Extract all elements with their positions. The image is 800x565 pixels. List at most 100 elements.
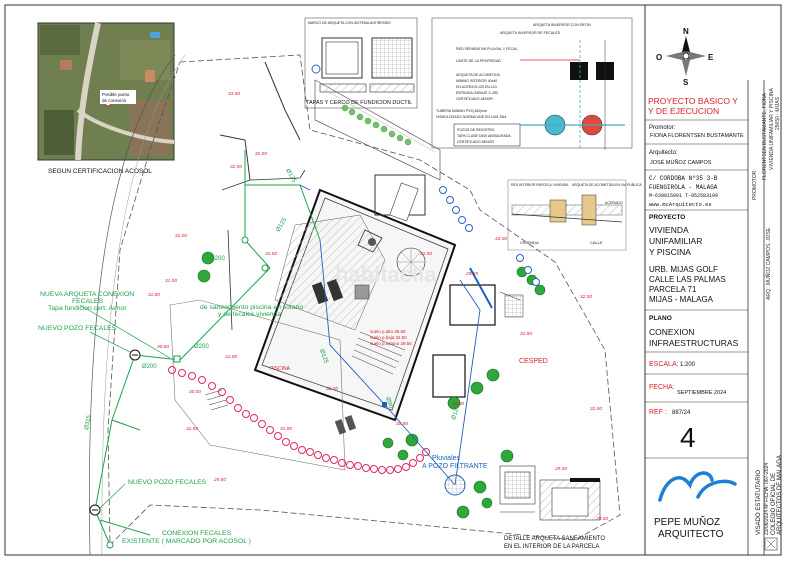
- pozos-line-3: CERTIFICADO AENOR: [457, 140, 494, 144]
- arqueta-marker: [173, 355, 181, 363]
- arquitecto-label: Arquitecto:: [649, 150, 678, 156]
- pipe-label: Ø125: [276, 217, 289, 233]
- escala-value: 1:200: [680, 362, 696, 368]
- promotor-label: Promotor:: [649, 125, 676, 131]
- elevation: 30.00: [452, 401, 464, 407]
- pipe-label: Ø200: [142, 364, 157, 370]
- website: www.mcArquitecto.es: [649, 201, 712, 208]
- elevation: 29.00: [595, 516, 608, 522]
- compass-n: N: [683, 27, 689, 36]
- manhole: [261, 264, 269, 272]
- tapas-title: TAPAS Y CERCO DE FUNDICION DUCTIL: [306, 100, 412, 106]
- firm-name-2: ARQUITECTO: [658, 529, 724, 540]
- acometida-line-4: ENTRADA GARAJE C-250: [456, 91, 498, 95]
- compass-o: O: [656, 53, 662, 62]
- ref-label: REF :: [649, 409, 667, 416]
- label-nuevo-pozo-2: NUEVO POZO FECALES: [128, 479, 207, 486]
- trees: [197, 251, 546, 519]
- visado-4: ARQUITECTOS DE MALAGA: [777, 455, 783, 535]
- pipe-label: Ø90: [384, 397, 394, 410]
- shrubs-blue: [311, 64, 540, 286]
- compass-e: E: [708, 53, 714, 62]
- plano-label: PLANO: [649, 315, 672, 322]
- arqueta-inversor-label: ARQUETA INVERSOR DE FECALES: [500, 31, 561, 35]
- fecha-value: SEPTIEMBRE 2024: [677, 390, 726, 396]
- elevation: 30.80: [157, 344, 169, 350]
- acometida-line-5: CERTIFICADO AENOR: [456, 97, 493, 101]
- label-conexion-2: EXISTENTE ( MARCADO POR ACOSOL ): [122, 538, 251, 545]
- road-edge: [89, 54, 176, 556]
- pipe-label: Ø200: [210, 256, 225, 262]
- section-calle: CALLE: [590, 240, 603, 245]
- label-tapa: Tapa fundicion cert. Aenor: [48, 305, 127, 312]
- aerial-photo: Posible punto de conexión: [37, 22, 175, 161]
- site-4: MIJAS - MALAGA: [649, 295, 714, 304]
- arqueta-detail: ARQUETA INVERSOR CON SIFON ARQUETA INVER…: [431, 17, 633, 150]
- label-nueva-arqueta-1: NUEVA ARQUETA CONEXION: [40, 291, 134, 298]
- site-3: PARCELA 71: [649, 285, 697, 294]
- title-block: PROYECTO BASICO Y Y DE EJECUCION Promoto…: [645, 88, 783, 551]
- project-type-2: Y DE EJECUCION: [648, 106, 719, 116]
- elevation: 32.50: [230, 164, 242, 170]
- arquitecto-name: JOSÉ MUÑOZ CAMPOS: [650, 159, 712, 166]
- pozo-existente: [106, 541, 114, 549]
- elevation: 32.50: [265, 251, 277, 257]
- section-detail: RED INTERIOR PARCELA VIVIENDA ARQUETA DE…: [507, 179, 642, 251]
- label-cesped: CESPED: [519, 358, 548, 365]
- aerial-label-2: de conexión: [102, 98, 127, 103]
- address-2: FUENGIROLA - MALAGA: [649, 184, 718, 191]
- detalle-arqueta: DETALLE ARQUETA SANEAMIENTO EN EL INTERI…: [499, 465, 605, 550]
- watermark: habitaclia: [335, 262, 437, 287]
- side-promotor: PROMOTOR:: [752, 169, 758, 200]
- visado-1: VISADO ESTATUTARIO: [756, 470, 762, 535]
- elevation: 32.50: [186, 426, 198, 432]
- elevation: 30.00: [189, 389, 201, 395]
- pozos-line-2: TAPA CLASE D400 ABISAGRADA: [457, 134, 511, 138]
- red-separativa-label: RED SEPARATIVA PLUVIAL Y FECAL: [456, 47, 518, 51]
- red-interior-label: RED INTERIOR PARCELA VIVIENDA: [511, 183, 569, 187]
- elevation: 32.50: [255, 151, 267, 157]
- side-address-2: 29650 - MIJAS: [775, 96, 781, 130]
- pluvial-pipes: [299, 184, 493, 486]
- aerial-label-1: Posible punto: [102, 92, 130, 97]
- label-conexion-1: CONEXION FECALES: [162, 530, 232, 537]
- proyecto-2: UNIFAMILIAR: [649, 236, 702, 246]
- elevation: 32.00: [580, 294, 592, 300]
- arqueta-header: ARQUETA INVERSOR CON SIFON: [533, 23, 591, 27]
- north-compass: N S O E: [656, 27, 714, 87]
- visado-2: 23/09/2024 Nº FICHA: 007-2024: [764, 463, 770, 535]
- acerado-label: ACERADO: [605, 201, 623, 205]
- acometida-line-3: EN ACERA B-125 EN-124: [456, 85, 497, 89]
- label-suelo-2: suelo p.baja 32.50: [370, 335, 407, 340]
- elevation: 32.00: [590, 406, 602, 412]
- tuberia-line-2: HOMOLOGADO NORMA UNE EN 1401 SN4: [436, 115, 506, 119]
- elevation: 31.00: [165, 278, 177, 284]
- house-footprint: [253, 174, 524, 422]
- side-address-1: VIVIENDA UNIFAMILIAR Y PISCINA: [769, 88, 775, 170]
- elevation: 29.00: [554, 466, 567, 472]
- elevation: 31.50: [420, 251, 432, 257]
- elevation: 32.00: [175, 233, 187, 239]
- elevation: 31.00: [280, 426, 292, 432]
- label-nuevo-pozo-1: NUEVO POZO FECALES: [38, 325, 117, 332]
- acometida-line-1: ARQUETA DE ACOMETIDA: [456, 73, 501, 77]
- elevation: 31.00: [225, 354, 237, 360]
- site-1: URB. MIJAS GOLF: [649, 265, 718, 274]
- parcel-boundary: [107, 54, 621, 546]
- detalle-title-2: EN EL INTERIOR DE LA PARCELA: [504, 544, 599, 550]
- label-suelo-3: suelo p.sotano 29.55: [370, 341, 412, 346]
- tapas-detail: MARCO DE ARQUETA CON SISTEMA ANTIRROBO T…: [304, 17, 418, 109]
- hedge-red: [168, 366, 430, 474]
- project-type-1: PROYECTO BASICO Y: [648, 96, 738, 106]
- sheet-number: 4: [680, 422, 696, 453]
- pozos-line-1: POZOS DE REGISTRO: [457, 128, 495, 132]
- side-promotor-name: FLORENTSEN BUSTAMANTE, FIONA: [762, 92, 768, 180]
- visado-3: COLEGIO OFICIAL DE: [771, 473, 777, 535]
- address-1: C/ CORDOBA Nº35 3-B: [649, 175, 718, 182]
- label-suelo-1: suelo p.alto 35.59: [370, 329, 406, 334]
- elevation: 33.50: [228, 91, 240, 97]
- elevation: 30.90: [396, 421, 408, 427]
- pipe-label: Ø315: [84, 414, 93, 430]
- firm-logo: [658, 471, 737, 502]
- label-pluviales-2: A POZO FILTRANTE: [422, 463, 488, 470]
